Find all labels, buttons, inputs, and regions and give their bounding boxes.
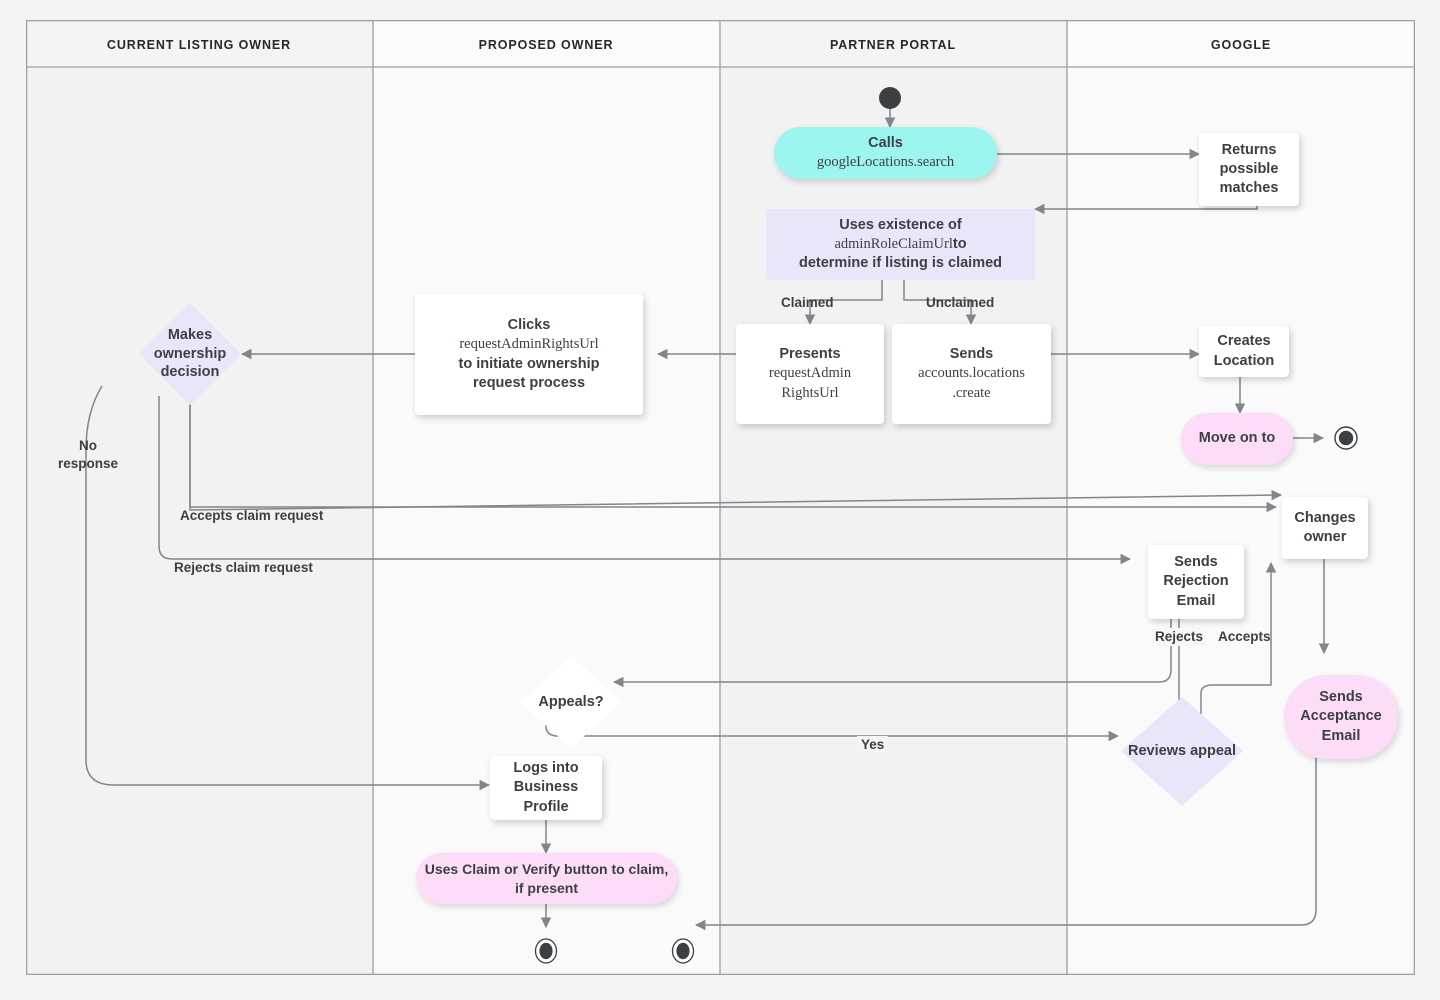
node-returns-possible-matches[interactable]: Returns possible matches	[1199, 133, 1299, 206]
start-node	[879, 87, 901, 109]
node-creates-location[interactable]: Creates Location	[1199, 326, 1289, 377]
node-clicks-line3: to initiate ownership	[458, 355, 600, 372]
edge-label-accepts-claim-request: Accepts claim request	[180, 508, 324, 523]
edge-decision-noresponse	[85, 385, 491, 791]
node-appeals-decision[interactable]: Appeals?	[518, 654, 624, 750]
node-presents-requestadminrightsurl[interactable]: Presents requestAdmin RightsUrl	[736, 324, 884, 424]
node-clicks-requestadminrightsurl[interactable]: Clicks requestAdminRightsUrl to initiate…	[415, 294, 643, 415]
node-uses-line3: determine if listing is claimed	[798, 255, 1003, 272]
node-sends-accounts-locations-create[interactable]: Sends accounts.locations .create	[892, 324, 1051, 424]
lane-header-google: GOOGLE	[1211, 38, 1271, 52]
swimlane-diagram: CURRENT LISTING OWNER PROPOSED OWNER PAR…	[25, 19, 1415, 976]
edge-label-rejects: Rejects	[1152, 628, 1207, 646]
edge-uses-fork-right	[903, 262, 977, 326]
end-node-proposed-owner	[534, 938, 558, 964]
edge-label-rejects-claim-request: Rejects claim request	[174, 560, 313, 575]
node-uses-existence-adminroleclaimurl[interactable]: Uses existence of adminRoleClaimUrlto de…	[766, 209, 1035, 280]
diamond-shape-reviews-appeal	[1121, 697, 1243, 806]
node-calls-googlelocations-search[interactable]: Calls googleLocations.search	[774, 127, 997, 179]
end-node-google-top	[1334, 426, 1358, 450]
diamond-shape-makes-decision	[139, 303, 241, 405]
edge-reviews-accepts	[1200, 561, 1277, 732]
node-presents-line3: RightsUrl	[781, 384, 839, 401]
edge-label-unclaimed: Unclaimed	[926, 295, 995, 310]
node-uses-claim-verify-label: Uses Claim or Verify button to claim, if…	[424, 860, 669, 896]
diamond-shape-appeals	[520, 656, 622, 748]
node-clicks-line2: requestAdminRightsUrl	[459, 336, 599, 353]
node-calls-line1: Calls	[868, 134, 903, 151]
node-sends-acceptance-label: Sends Acceptance Email	[1300, 689, 1382, 744]
node-creates-location-label: Creates Location	[1213, 333, 1275, 369]
node-sendscreate-line3: .create	[952, 384, 991, 401]
edge-label-yes: Yes	[857, 736, 889, 754]
node-uses-claim-or-verify-button[interactable]: Uses Claim or Verify button to claim, if…	[416, 853, 677, 904]
node-returns-label: Returns possible matches	[1219, 141, 1279, 197]
end-node-partner-portal	[671, 938, 695, 964]
node-sends-rejection-label: Sends Rejection Email	[1163, 554, 1229, 609]
node-changes-owner[interactable]: Changes owner	[1282, 497, 1368, 559]
node-appeals-label: Appeals?	[538, 693, 604, 710]
node-sends-acceptance-email[interactable]: Sends Acceptance Email	[1284, 675, 1398, 759]
node-move-on-to[interactable]: Move on to	[1181, 413, 1293, 465]
edge-label-no-response-line2: response	[57, 455, 119, 471]
node-uses-line1: Uses existence of	[839, 216, 962, 233]
node-sendscreate-line1: Sends	[949, 346, 994, 363]
node-clicks-line4: request process	[472, 374, 586, 391]
edge-rejection-to-appeals	[612, 590, 1172, 688]
node-sends-rejection-email[interactable]: Sends Rejection Email	[1148, 545, 1244, 619]
node-calls-line2: googleLocations.search	[816, 154, 955, 170]
connector-layer	[85, 104, 1330, 931]
lane-header-partner-portal: PARTNER PORTAL	[830, 38, 956, 52]
lane-header-proposed-owner: PROPOSED OWNER	[479, 38, 614, 52]
node-sendscreate-line2: accounts.locations	[918, 365, 1025, 382]
node-presents-line2: requestAdmin	[768, 365, 852, 382]
lane-header-current-listing-owner: CURRENT LISTING OWNER	[107, 38, 291, 52]
node-uses-line2b: to	[952, 235, 967, 252]
edge-label-no-response: No response	[43, 437, 133, 472]
node-move-on-to-label: Move on to	[1198, 430, 1276, 447]
node-clicks-line1: Clicks	[507, 316, 551, 333]
node-changes-owner-label: Changes owner	[1294, 509, 1356, 545]
node-uses-line2-wrap: adminRoleClaimUrlto	[834, 235, 966, 254]
lane-header-layer: CURRENT LISTING OWNER PROPOSED OWNER PAR…	[107, 38, 1271, 52]
node-logs-into-business-profile[interactable]: Logs into Business Profile	[490, 756, 602, 820]
node-logs-into-bp-label: Logs into Business Profile	[513, 760, 579, 815]
edge-label-accepts: Accepts	[1218, 629, 1271, 644]
node-uses-line2: adminRoleClaimUrl	[834, 235, 953, 252]
edge-label-no-response-line1: No	[79, 438, 97, 453]
edge-decision-rejects	[158, 396, 1132, 565]
edge-label-claimed: Claimed	[781, 295, 834, 310]
node-makes-ownership-decision-label: Makes ownership decision	[153, 326, 227, 381]
edge-acceptance-to-end	[694, 732, 1317, 931]
node-reviews-appeal-label: Reviews appeal	[1128, 743, 1236, 760]
node-reviews-appeal[interactable]: Reviews appeal	[1119, 695, 1245, 808]
node-makes-ownership-decision[interactable]: Makes ownership decision	[137, 301, 243, 407]
edge-decision-accepts-run	[189, 396, 1278, 513]
node-presents-line1: Presents	[779, 346, 841, 363]
edge-uses-fork-left	[804, 262, 883, 326]
